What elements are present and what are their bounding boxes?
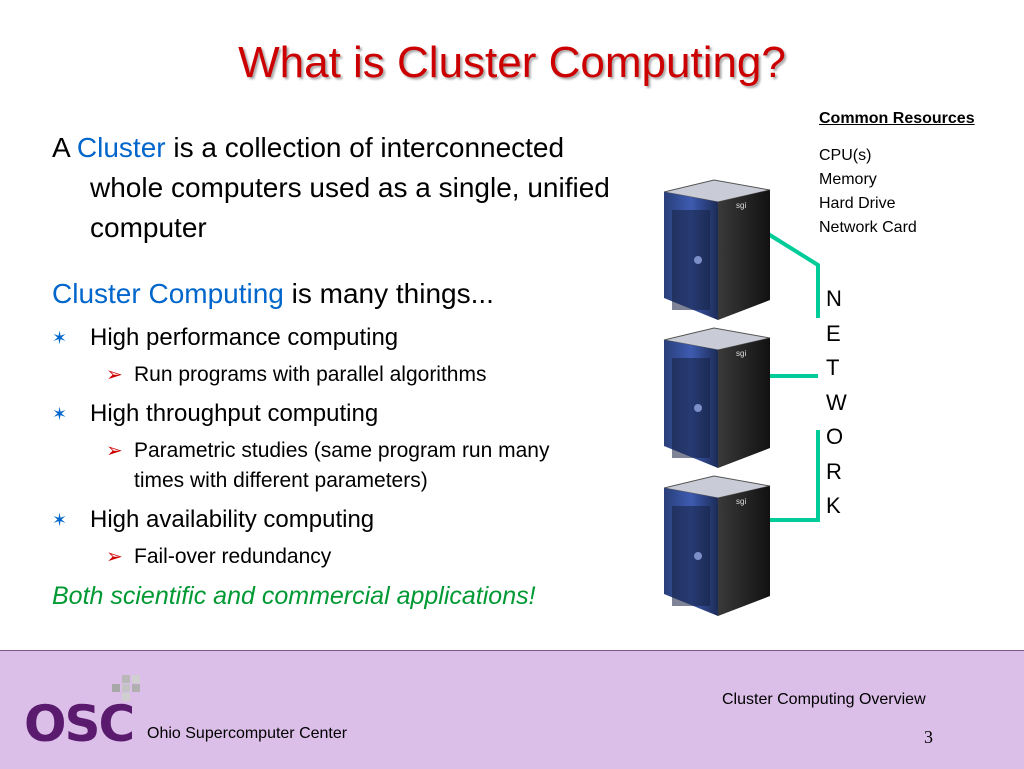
osc-logo: OSC xyxy=(24,695,135,753)
server-tower: sgi xyxy=(663,179,771,320)
network-letter: R xyxy=(826,458,842,484)
resource-item: Hard Drive xyxy=(819,195,896,212)
bullet-high-availability: ✶ High availability computing xyxy=(52,504,632,536)
network-cable xyxy=(763,230,820,318)
server-tower: sgi xyxy=(663,327,771,468)
cluster-computing-term: Cluster Computing xyxy=(52,278,284,309)
cluster-computing-heading: Cluster Computing is many things... xyxy=(52,274,632,314)
slide-footer: OSC Ohio Supercomputer Center Cluster Co… xyxy=(0,650,1024,769)
definition-rest: is a collection of interconnected whole … xyxy=(90,132,610,243)
sub-bullet-label: Fail-over redundancy xyxy=(134,545,332,568)
bullet-high-throughput: ✶ High throughput computing xyxy=(52,398,632,430)
sub-bullet-label: Parametric studies (same program run man… xyxy=(134,439,550,492)
sub-bullet: ➢ Parametric studies (same program run ma… xyxy=(52,436,584,496)
closing-statement: Both scientific and commercial applicati… xyxy=(52,582,536,610)
network-letter: T xyxy=(826,355,840,380)
cluster-diagram: sgi sgi sgi xyxy=(663,179,820,616)
resource-item: Memory xyxy=(819,171,877,188)
organization-name: Ohio Supercomputer Center xyxy=(147,725,348,742)
network-letter: O xyxy=(826,424,844,449)
arrow-bullet-icon: ➢ xyxy=(106,364,123,386)
slide-title: What is Cluster Computing? xyxy=(238,38,786,87)
network-letter: E xyxy=(826,320,841,346)
network-cable xyxy=(765,430,820,522)
star-bullet-icon: ✶ xyxy=(52,404,68,424)
resource-item: Network Card xyxy=(819,219,917,236)
deck-title: Cluster Computing Overview xyxy=(722,691,926,708)
arrow-bullet-icon: ➢ xyxy=(106,546,123,568)
network-label: N E T W O R K xyxy=(826,282,847,524)
resource-item: CPU(s) xyxy=(819,147,872,164)
page-number: 3 xyxy=(924,727,933,747)
arrow-bullet-icon: ➢ xyxy=(106,440,123,462)
bullet-label: High throughput computing xyxy=(90,400,379,427)
sub-bullet-label: Run programs with parallel algorithms xyxy=(134,363,487,386)
network-letter: K xyxy=(826,493,841,518)
brand-label: sgi xyxy=(736,349,746,358)
bullet-label: High performance computing xyxy=(90,324,399,351)
network-letter: N xyxy=(826,286,842,311)
content-body: A Cluster is a collection of interconnec… xyxy=(52,128,632,611)
bullet-label: High availability computing xyxy=(90,506,375,533)
star-bullet-icon: ✶ xyxy=(52,510,68,530)
heading-rest: is many things... xyxy=(283,278,494,309)
cluster-term: Cluster xyxy=(76,132,166,163)
definition-prefix: A xyxy=(52,132,77,163)
server-tower: sgi xyxy=(663,475,771,616)
resources-title: Common Resources xyxy=(819,110,975,127)
brand-label: sgi xyxy=(736,201,746,210)
common-resources: Common Resources CPU(s) Memory Hard Driv… xyxy=(819,110,975,240)
sub-bullet: ➢ Fail-over redundancy xyxy=(52,542,632,572)
network-letter: W xyxy=(826,389,847,415)
sub-bullet: ➢ Run programs with parallel algorithms xyxy=(52,360,632,390)
logo-grid-icon xyxy=(112,675,140,701)
bullet-high-performance: ✶ High performance computing xyxy=(52,322,632,354)
star-bullet-icon: ✶ xyxy=(52,328,68,348)
brand-label: sgi xyxy=(736,497,746,506)
cluster-definition: A Cluster is a collection of interconnec… xyxy=(52,128,632,248)
